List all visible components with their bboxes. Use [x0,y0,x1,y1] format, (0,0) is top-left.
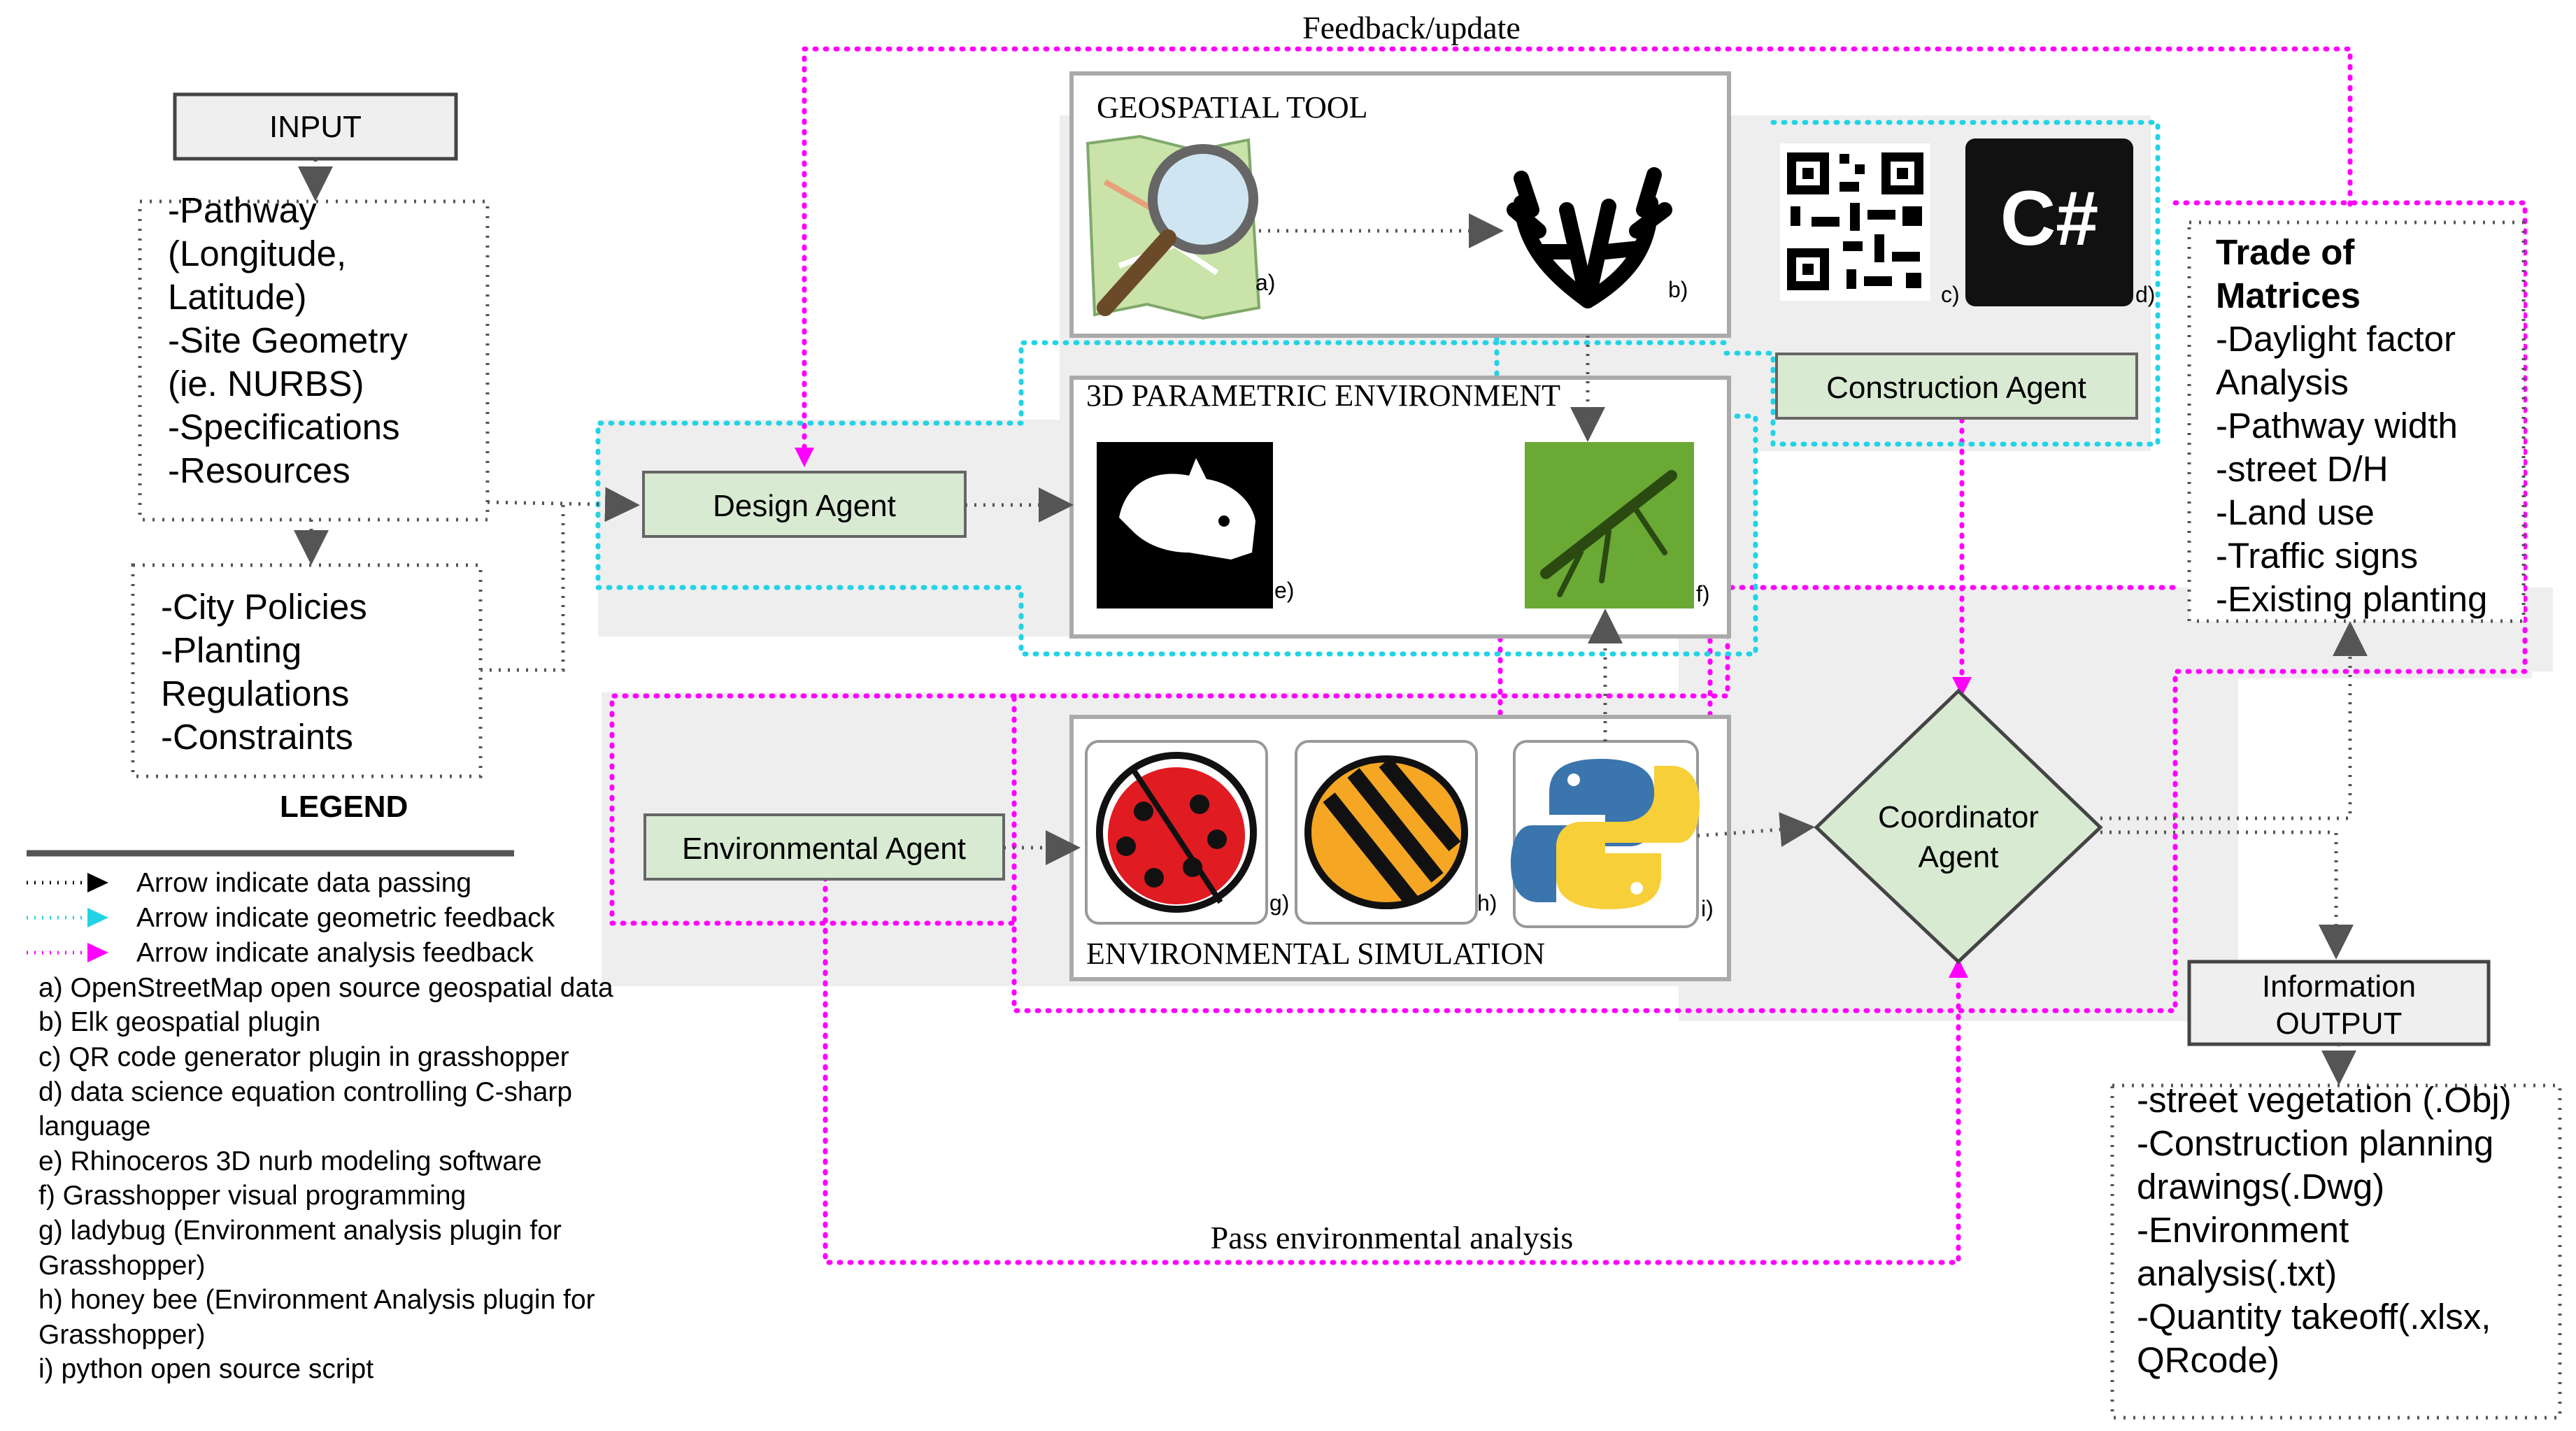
input-site-line: (ie. NURBS) [168,364,364,404]
geospatial-panel-title: GEOSPATIAL TOOL [1097,90,1368,124]
tradeoff-title-line: Matrices [2216,276,2361,315]
tradeoff-item: -street D/H [2216,449,2389,489]
legend-note: c) QR code generator plugin in grasshopp… [38,1042,569,1072]
tradeoff-item: -Land use [2216,492,2375,532]
output-box [2110,1083,2562,1420]
environmental-agent-label: Environmental Agent [682,832,966,866]
icon-tag-f: f) [1696,581,1710,606]
tradeoff-title-line: Trade of [2216,232,2355,272]
legend-note: a) OpenStreetMap open source geospatial … [38,973,613,1003]
output-item: QRcode) [2137,1340,2279,1380]
icon-tag-a: a) [1255,270,1275,295]
legend-note: Grasshopper) [38,1251,205,1281]
icon-tag-i: i) [1701,896,1714,921]
parametric-panel-title: 3D PARAMETRIC ENVIRONMENT [1086,378,1560,413]
legend-note: g) ladybug (Environment analysis plugin … [38,1216,562,1246]
design-agent-box [642,471,967,538]
construction-agent-label: Construction Agent [1826,371,2086,405]
csharp-label: C# [2000,176,2099,262]
icon-tag-b: b) [1668,277,1688,302]
tradeoff-item: Analysis [2216,362,2349,402]
input-title: INPUT [269,110,362,144]
rhinoceros-icon [1097,442,1273,608]
legend-note: h) honey bee (Environment Analysis plugi… [38,1285,595,1315]
legend-note: Grasshopper) [38,1320,205,1350]
input-site-line: -Resources [168,450,350,490]
coordinator-agent-label: Coordinator [1878,800,2039,834]
feedback-update-label: Feedback/update [1302,10,1521,45]
output-item: -Quantity takeoff(.xlsx, [2137,1297,2491,1337]
openstreetmap-icon [1086,134,1261,320]
honeybee-icon [1295,740,1478,925]
icon-tag-g: g) [1269,890,1289,916]
legend-arrow-label: Arrow indicate geometric feedback [136,903,555,933]
data-passing-arrows [294,159,2368,1085]
input-policy-line: -Planting [161,630,301,670]
output-items: -street vegetation (.Obj) -Construction … [2137,1080,2512,1380]
input-box-site [138,199,490,522]
tradeoff-box [2187,220,2526,623]
input-policy-line: -City Policies [161,587,367,627]
icon-tag-h: h) [1477,890,1497,916]
tradeoff-item: -Traffic signs [2216,536,2418,576]
output-title: Information [2262,969,2416,1004]
input-site-line: -Specifications [168,407,400,447]
tradeoff-item: -Existing planting [2216,579,2487,619]
legend-note: f) Grasshopper visual programming [38,1181,466,1211]
qr-code-icon [1780,143,1930,301]
output-item: -Environment [2137,1210,2349,1250]
output-item: analysis(.txt) [2137,1253,2337,1293]
pass-environmental-analysis-label: Pass environmental analysis [1211,1220,1574,1255]
tradeoff-title: Trade of Matrices [2216,232,2361,315]
legend-note: language [38,1111,151,1141]
legend-note: i) python open source script [38,1354,373,1384]
icon-tag-d: d) [2135,282,2155,307]
input-site-line: (Longitude, [168,234,346,273]
grasshopper-icon [1525,442,1694,608]
legend-note: d) data science equation controlling C-s… [38,1077,572,1107]
input-policy-lines: -City Policies -Planting Regulations -Co… [161,587,367,757]
legend-arrow-label: Arrow indicate data passing [136,868,471,898]
input-site-lines: -Pathway (Longitude, Latitude) -Site Geo… [168,190,408,490]
legend-notes: a) OpenStreetMap open source geospatial … [38,973,613,1384]
legend-arrows: Arrow indicate data passing Arrow indica… [27,868,555,968]
design-agent-label: Design Agent [713,489,896,523]
output-header [2187,960,2491,1046]
icon-tag-c: c) [1941,282,1960,307]
tradeoff-items: -Daylight factor Analysis -Pathway width… [2216,319,2487,619]
input-header [173,92,458,161]
tradeoff-item: -Pathway width [2216,406,2458,446]
environmental-agent-box [643,813,1005,881]
input-policy-line: Regulations [161,674,349,713]
simulation-panel-title: ENVIRONMENTAL SIMULATION [1086,937,1545,971]
elk-antler-icon [1504,150,1672,315]
input-site-line: -Pathway [168,190,317,230]
legend-note: e) Rhinoceros 3D nurb modeling software [38,1146,542,1176]
legend-arrow-label: Arrow indicate analysis feedback [136,938,534,968]
output-item: -Construction planning [2137,1123,2493,1163]
output-item: -street vegetation (.Obj) [2137,1080,2512,1120]
ladybug-icon [1085,740,1268,925]
construction-agent-box [1775,353,2138,420]
coordinator-agent-diamond [1814,688,2103,964]
coordinator-agent-label: Agent [1919,840,1999,874]
csharp-icon: C# [1965,138,2133,306]
input-policy-line: -Constraints [161,717,353,757]
icon-tag-e: e) [1274,578,1294,603]
python-icon [1511,740,1700,928]
input-box-policies [131,563,483,778]
legend-note: b) Elk geospatial plugin [38,1007,320,1037]
analysis-arrowheads [795,448,1972,978]
input-site-line: Latitude) [168,277,306,317]
legend-title: LEGEND [280,790,408,824]
input-site-line: -Site Geometry [168,320,408,360]
output-title: OUTPUT [2276,1006,2403,1041]
tradeoff-item: -Daylight factor [2216,319,2456,359]
output-item: drawings(.Dwg) [2137,1167,2384,1206]
